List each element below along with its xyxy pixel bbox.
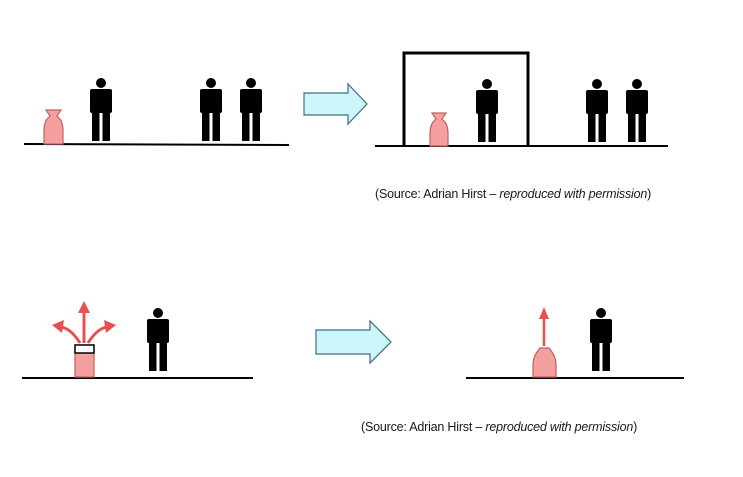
bottom-right-scene: [466, 307, 684, 379]
person-icon: [626, 79, 648, 142]
source-caption-bottom: (Source: Adrian Hirst – reproduced with …: [361, 420, 637, 434]
top-right-scene: [375, 51, 668, 147]
emission-arrow-icon: [78, 301, 90, 313]
bottom-left-scene: [22, 301, 253, 379]
emission-arrow-icon: [104, 320, 116, 333]
top-left-scene: [23, 78, 290, 146]
caption-italic: reproduced with permission: [499, 187, 648, 201]
hazard-source-icon: [43, 109, 64, 145]
hazard-sack: [43, 109, 64, 145]
ground-line: [23, 143, 290, 146]
hazard-source-icon: [429, 112, 449, 147]
caption-suffix: ): [647, 187, 652, 201]
emission-arrows: [52, 301, 116, 344]
container-rim: [74, 344, 95, 354]
caption-suffix: ): [633, 420, 638, 434]
person-icon: [147, 308, 169, 371]
enclosure: [402, 51, 530, 146]
caption-prefix: (Source: Adrian Hirst –: [361, 420, 486, 434]
source-caption-top: (Source: Adrian Hirst – reproduced with …: [375, 187, 651, 201]
emission-arrow-icon: [539, 307, 549, 319]
person-icon: [200, 78, 222, 141]
hazard-source-icon: [532, 347, 557, 378]
person-icon: [240, 78, 262, 141]
open-container: [74, 344, 95, 378]
emission-arrow-icon: [52, 320, 64, 333]
caption-prefix: (Source: Adrian Hirst –: [375, 187, 500, 201]
transition-arrow-icon: [315, 319, 392, 365]
emission-arrow-icon: [86, 325, 107, 344]
transition-arrow-icon: [303, 82, 368, 126]
person-icon: [90, 78, 112, 141]
emission-arrow-icon: [61, 325, 82, 344]
caption-italic: reproduced with permission: [485, 420, 634, 434]
person-icon: [586, 79, 608, 142]
person-icon: [476, 79, 498, 142]
person-icon: [590, 308, 612, 371]
